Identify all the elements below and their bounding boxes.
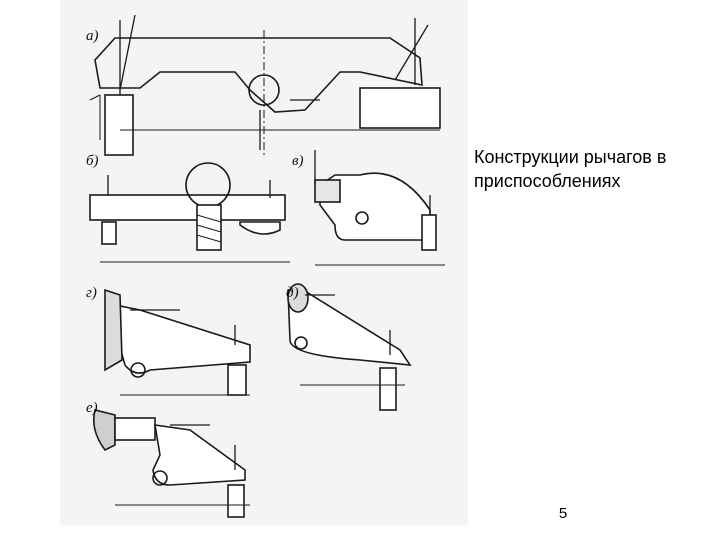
panel-v-label: в) xyxy=(292,153,304,169)
panel-d-label: д) xyxy=(286,285,299,301)
lever-designs-figure: а) б) в) г) д) е) xyxy=(60,0,468,525)
page-number: 5 xyxy=(558,505,568,522)
panel-g-label: г) xyxy=(86,285,97,301)
slide-title: Конструкции рычагов в приспособлениях xyxy=(474,147,667,191)
panel-e-drawing xyxy=(92,409,250,518)
panel-b-drawing xyxy=(89,162,290,263)
panel-a-label: а) xyxy=(86,28,99,44)
lever-drawing: а) б) в) г) д) е) xyxy=(86,14,445,518)
panel-v-drawing xyxy=(314,150,445,266)
panel-b-label: б) xyxy=(86,153,99,169)
panel-g-drawing xyxy=(104,288,251,396)
panel-e-label: е) xyxy=(86,400,98,416)
panel-d-drawing xyxy=(287,283,412,411)
panel-a-drawing xyxy=(89,14,441,156)
